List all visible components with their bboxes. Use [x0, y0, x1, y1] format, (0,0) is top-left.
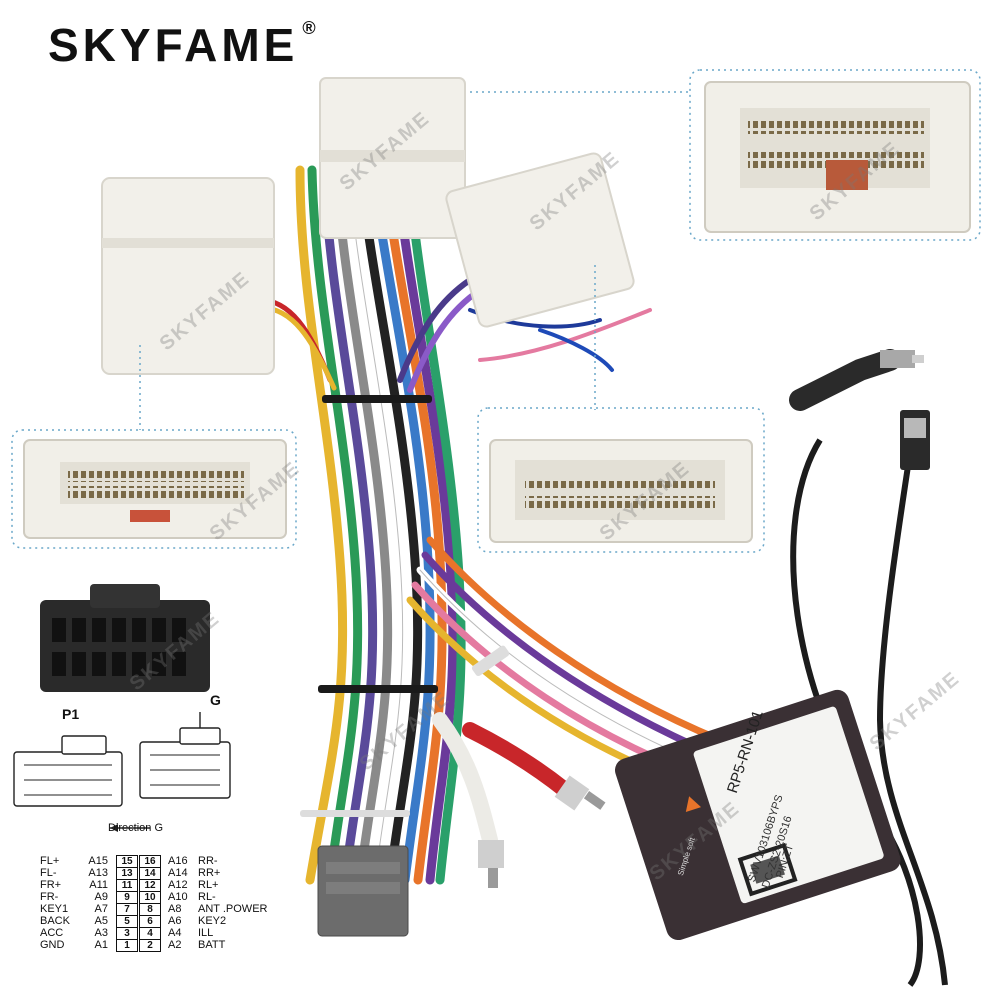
direction-label: Direction G [108, 822, 164, 834]
pin-left-name: ACC [40, 927, 64, 939]
pin-left-code: A3 [94, 927, 108, 939]
pin-right-name: ILL [198, 927, 214, 939]
pin-right-number: 2 [139, 939, 161, 952]
pin-right-name: BATT [198, 939, 226, 951]
pin-right-code: A10 [168, 891, 188, 903]
right-small-connector [445, 152, 635, 328]
pin-right-number: 16 [139, 855, 161, 868]
pin-right-code: A4 [168, 927, 182, 939]
pin-left-name: BACK [40, 915, 70, 927]
pin-left-code: A15 [88, 855, 108, 867]
antenna-cable [789, 349, 948, 987]
brand-name: SKYFAME [48, 19, 299, 71]
pin-right-code: A2 [168, 939, 182, 951]
callout-left-connector [23, 439, 287, 539]
black-16pin-plug [40, 584, 210, 692]
top-connector-22pin [319, 77, 466, 239]
canbox [615, 689, 901, 941]
pin-left-name: FL+ [40, 855, 60, 867]
pin-left-code: A5 [94, 915, 108, 927]
pin-left-code: A9 [94, 891, 108, 903]
pin-left-name: FR- [40, 891, 59, 903]
pin-left-code: A1 [94, 939, 108, 951]
pin-right-code: A12 [168, 879, 188, 891]
brand-logo: SKYFAME® [48, 18, 316, 72]
pin-right-code: A6 [168, 915, 182, 927]
pin-left-code: A11 [89, 879, 108, 891]
g-label: G [210, 692, 221, 708]
pin-left-code: A13 [88, 867, 108, 879]
pin-right-code: A14 [168, 867, 188, 879]
pin-left-code: A7 [94, 903, 108, 915]
pin-left-name: FL- [40, 867, 57, 879]
callout-leaders [11, 69, 981, 553]
p1-label: P1 [62, 706, 80, 722]
pin-right-name: ANT .POWER [198, 903, 268, 915]
pin-right-name: RR+ [198, 867, 221, 879]
callout-top-right-connector [704, 81, 971, 233]
pin-left-number: 11 [116, 879, 138, 892]
pin-right-name: RR- [198, 855, 218, 867]
pin-right-name: RL- [198, 891, 216, 903]
pin-right-code: A16 [168, 855, 188, 867]
pin-left-name: KEY1 [40, 903, 69, 915]
rca-plugs [432, 712, 606, 888]
pin-left-number: 1 [116, 939, 138, 952]
registered-mark: ® [302, 18, 316, 38]
pin-left-name: FR+ [40, 879, 62, 891]
left-connector-40pin [101, 177, 275, 375]
pin-right-name: RL+ [198, 879, 219, 891]
grey-plug [317, 845, 409, 937]
pin-left-name: GND [40, 939, 65, 951]
callout-right-connector [489, 439, 753, 543]
plug-outline-drawings [13, 712, 231, 832]
pin-right-code: A8 [168, 903, 182, 915]
pin-right-name: KEY2 [198, 915, 227, 927]
